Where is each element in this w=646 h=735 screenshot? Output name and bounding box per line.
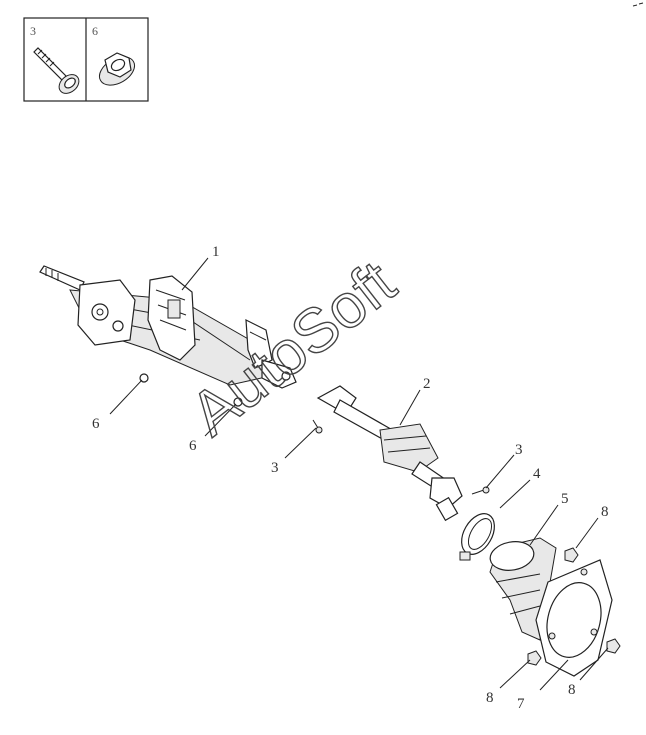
bolt-part-3-lower (471, 486, 490, 495)
nut-part-8-bottom-left (527, 650, 542, 666)
bolt-part-3-upper (312, 419, 323, 434)
callout-8-bottom-left: 8 (486, 690, 494, 706)
callout-8-top: 8 (601, 504, 609, 520)
fastener-legend: 3 6 (23, 17, 149, 102)
callout-5: 5 (561, 491, 569, 507)
legend-number-6: 6 (92, 24, 98, 38)
nut-part-8-top (564, 547, 579, 563)
callout-2: 2 (423, 376, 431, 392)
callout-6-left: 6 (92, 416, 100, 432)
nut-part-8-bottom-right (606, 638, 621, 654)
flange-nut-icon (98, 52, 136, 86)
callout-7: 7 (517, 696, 525, 712)
callout-3-upper: 3 (271, 460, 279, 476)
callout-3-lower: 3 (515, 442, 523, 458)
callout-6-right: 6 (189, 438, 197, 454)
corner-mark (632, 2, 644, 7)
leader-lines (109, 257, 609, 691)
steering-column-assembly (39, 265, 297, 389)
bolt-icon (33, 47, 80, 94)
callout-4: 4 (533, 466, 541, 482)
clamp-ring (459, 513, 495, 561)
callout-1: 1 (212, 244, 220, 260)
legend-number-3: 3 (30, 24, 36, 38)
mounting-plate (535, 559, 613, 677)
intermediate-shaft (316, 385, 463, 522)
callout-8-bottom-right: 8 (568, 682, 576, 698)
